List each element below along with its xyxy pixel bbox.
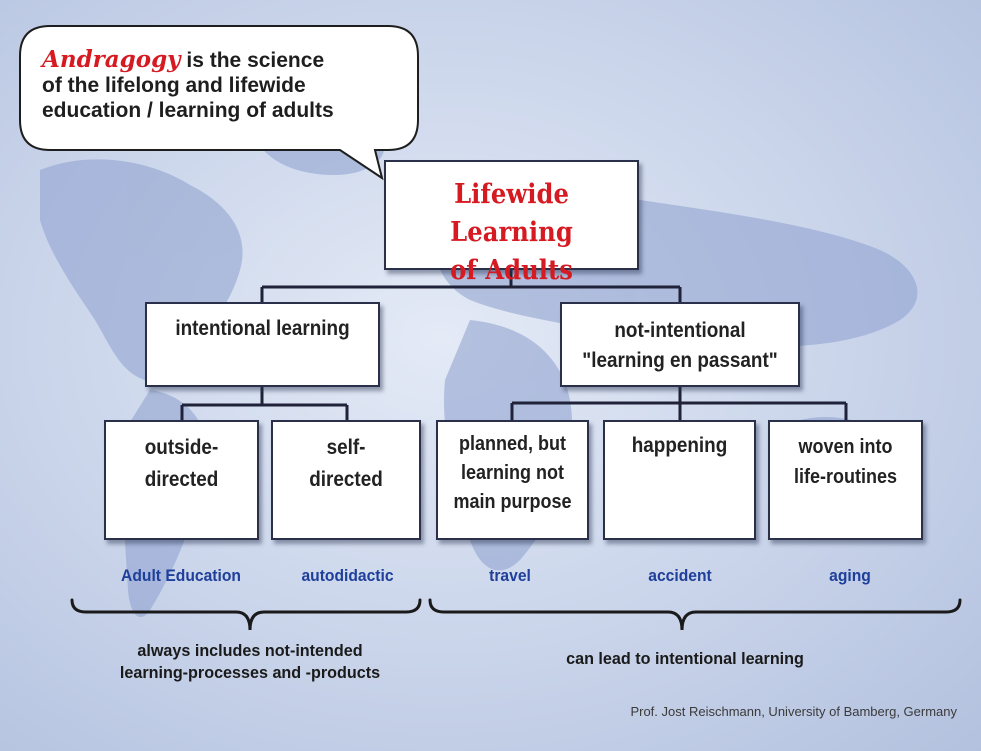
- happening-label: happening: [631, 434, 728, 457]
- right-brace-note: can lead to intentional learning: [566, 649, 804, 668]
- author-credit: Prof. Jost Reischmann, University of Bam…: [630, 704, 957, 719]
- box-self-directed: self- directed: [271, 420, 421, 540]
- self-directed-line2: directed: [309, 468, 383, 491]
- box-intentional-learning: intentional learning: [145, 302, 380, 387]
- example-autodidactic: autodidactic: [301, 566, 394, 585]
- root-title-line1: Lifewide Learning: [450, 179, 573, 248]
- left-brace-note-line1: always includes not-intended: [137, 641, 363, 660]
- box-woven-into-life-routines: woven into life-routines: [768, 420, 923, 540]
- not-intentional-line2: "learning en passant": [582, 349, 778, 372]
- left-brace: [70, 598, 422, 631]
- root-title-line2: of Adults: [450, 255, 573, 286]
- woven-line2: life-routines: [793, 466, 897, 488]
- outside-directed-line2: directed: [144, 468, 219, 491]
- intentional-learning-label: intentional learning: [175, 317, 350, 340]
- box-outside-directed: outside- directed: [104, 420, 259, 540]
- planned-line2: learning not: [460, 462, 564, 484]
- speech-bubble-text: Andragogy is the science of the lifelong…: [42, 47, 334, 123]
- left-brace-note-line2: learning-processes and -products: [119, 663, 381, 682]
- example-travel: travel: [489, 566, 531, 585]
- planned-line3: main purpose: [453, 491, 572, 513]
- woven-line1: woven into: [798, 436, 893, 458]
- andragogy-keyword: Andragogy: [42, 46, 181, 73]
- right-brace: [428, 598, 962, 631]
- outside-directed-line1: outside-: [144, 436, 219, 459]
- not-intentional-line1: not-intentional: [614, 319, 746, 342]
- root-box-lifewide-learning: Lifewide Learning of Adults: [384, 160, 639, 286]
- bubble-line1-rest: is the science: [180, 49, 325, 72]
- box-not-intentional: not-intentional "learning en passant": [560, 302, 800, 387]
- planned-line1: planned, but: [458, 433, 566, 455]
- self-directed-line1: self-: [326, 436, 366, 459]
- example-aging: aging: [829, 566, 871, 585]
- example-adult-education: Adult Education: [121, 566, 241, 585]
- bubble-line3: education / learning of adults: [42, 99, 334, 122]
- box-happening: happening: [603, 420, 756, 540]
- box-planned-but-learning-not-main-purpose: planned, but learning not main purpose: [436, 420, 589, 540]
- left-brace-note: always includes not-intended learning-pr…: [70, 640, 431, 684]
- bubble-line2: of the lifelong and lifewide: [42, 74, 306, 97]
- example-accident: accident: [648, 566, 712, 585]
